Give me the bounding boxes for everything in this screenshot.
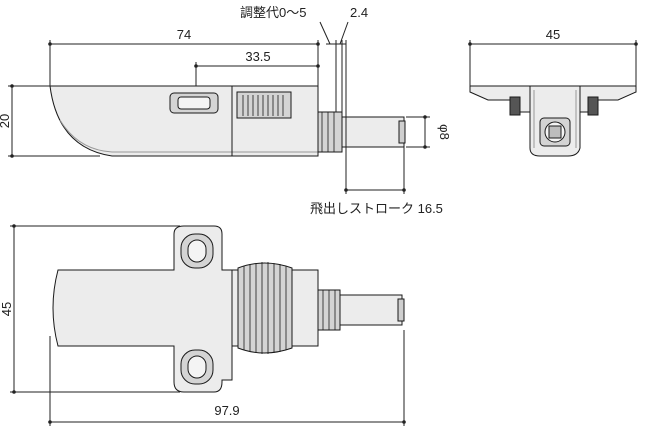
dim-adjustment: 調整代0～5 xyxy=(240,5,306,20)
dim-top-length-97-9: 97.9 xyxy=(214,403,239,418)
dim-gap-2-4: 2.4 xyxy=(350,5,368,20)
front-view xyxy=(469,85,637,157)
adjustment-dial xyxy=(236,91,292,119)
dim-top-height-45: 45 xyxy=(0,302,14,316)
dim-inner-33-5: 33.5 xyxy=(245,49,270,64)
dim-height-20: 20 xyxy=(0,114,12,128)
side-dimensions: 74 33.5 調整代0～5 2.4 20 φ8 飛出しストローク 16.5 xyxy=(0,5,452,216)
dim-front-width-45: 45 xyxy=(546,27,560,42)
top-dimensions: 45 97.9 xyxy=(0,224,406,426)
plunger xyxy=(341,116,405,148)
dim-stroke: 飛出しストローク 16.5 xyxy=(310,201,443,216)
dim-length-74: 74 xyxy=(177,27,191,42)
top-view-plate xyxy=(52,225,233,393)
dim-diameter: φ8 xyxy=(437,124,452,140)
top-view-dial xyxy=(237,262,293,354)
front-dimensions: 45 xyxy=(468,27,638,86)
top-view-plunger xyxy=(339,294,403,326)
front-view-right-tab xyxy=(587,96,599,116)
side-view xyxy=(49,85,406,157)
front-view-left-tab xyxy=(509,96,521,116)
top-view xyxy=(52,225,405,393)
